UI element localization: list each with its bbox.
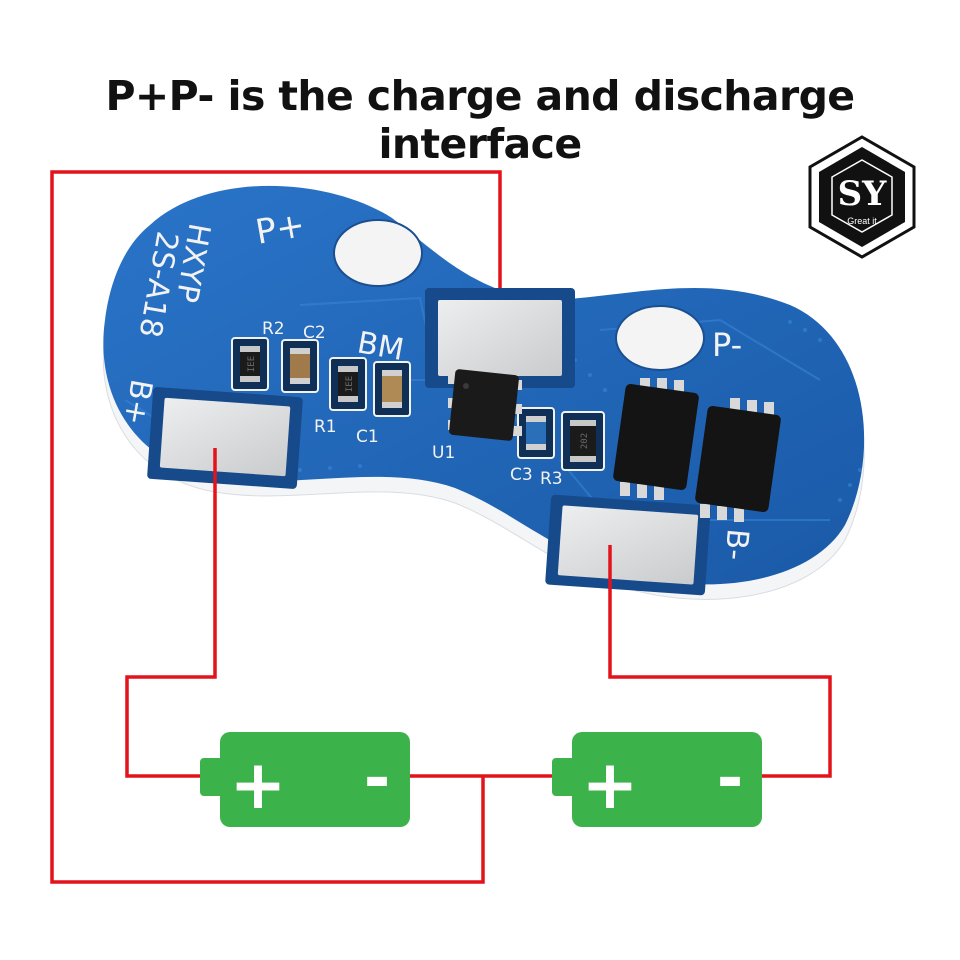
capacitor-c2 [281, 339, 319, 393]
mosfet-chip-1 [613, 378, 699, 500]
label-b-plus: B+ [116, 377, 158, 428]
label-c2: C2 [303, 323, 326, 343]
resistor-r3: 202 [561, 411, 605, 471]
label-c3: C3 [510, 465, 533, 485]
resistor-r3-marking: 202 [580, 433, 590, 449]
battery-2: + - [552, 732, 762, 827]
label-c1: C1 [356, 427, 379, 447]
page-title: P+P- is the charge and discharge interfa… [105, 72, 855, 168]
label-u1: U1 [432, 443, 455, 463]
battery-2-plus-sign: + [582, 746, 639, 825]
label-r3: R3 [540, 469, 563, 489]
wire-b-plus-to-battery1-pos [125, 448, 217, 778]
logo-tagline: Great it [847, 216, 877, 226]
resistor-r2-marking: IEE [247, 356, 257, 372]
resistor-r1-marking: IEE [345, 376, 355, 392]
label-p-plus: P+ [253, 205, 308, 253]
mount-hole-p-minus [615, 305, 705, 371]
resistor-r2: IEE [231, 337, 269, 391]
capacitor-c3 [517, 407, 555, 459]
mosfet-chip-2 [695, 398, 781, 522]
wire-p-plus-to-battery-neg [50, 170, 502, 884]
label-p-minus: P- [712, 326, 742, 364]
sy-logo: SY Great it [808, 135, 916, 259]
capacitor-c1 [373, 361, 411, 417]
label-r2: R2 [262, 319, 285, 339]
battery-1: + - [200, 732, 410, 827]
pcb-board: IEE IEE [102, 185, 865, 600]
pad-b-plus [147, 387, 303, 489]
resistor-r1: IEE [329, 357, 367, 411]
mount-hole-p-plus [333, 219, 423, 287]
label-r1: R1 [314, 417, 337, 437]
battery-1-minus-sign: - [364, 742, 391, 816]
battery-2-minus-sign: - [717, 742, 744, 816]
ic-u1 [448, 369, 522, 441]
label-bm: BM [355, 325, 407, 368]
wire-b-minus-to-battery2-neg [608, 545, 832, 778]
battery-1-plus-sign: + [230, 746, 287, 825]
pad-b-minus [545, 494, 711, 596]
pad-bm [425, 288, 575, 388]
label-b-minus: B- [717, 527, 755, 561]
logo-letters: SY [838, 174, 888, 214]
